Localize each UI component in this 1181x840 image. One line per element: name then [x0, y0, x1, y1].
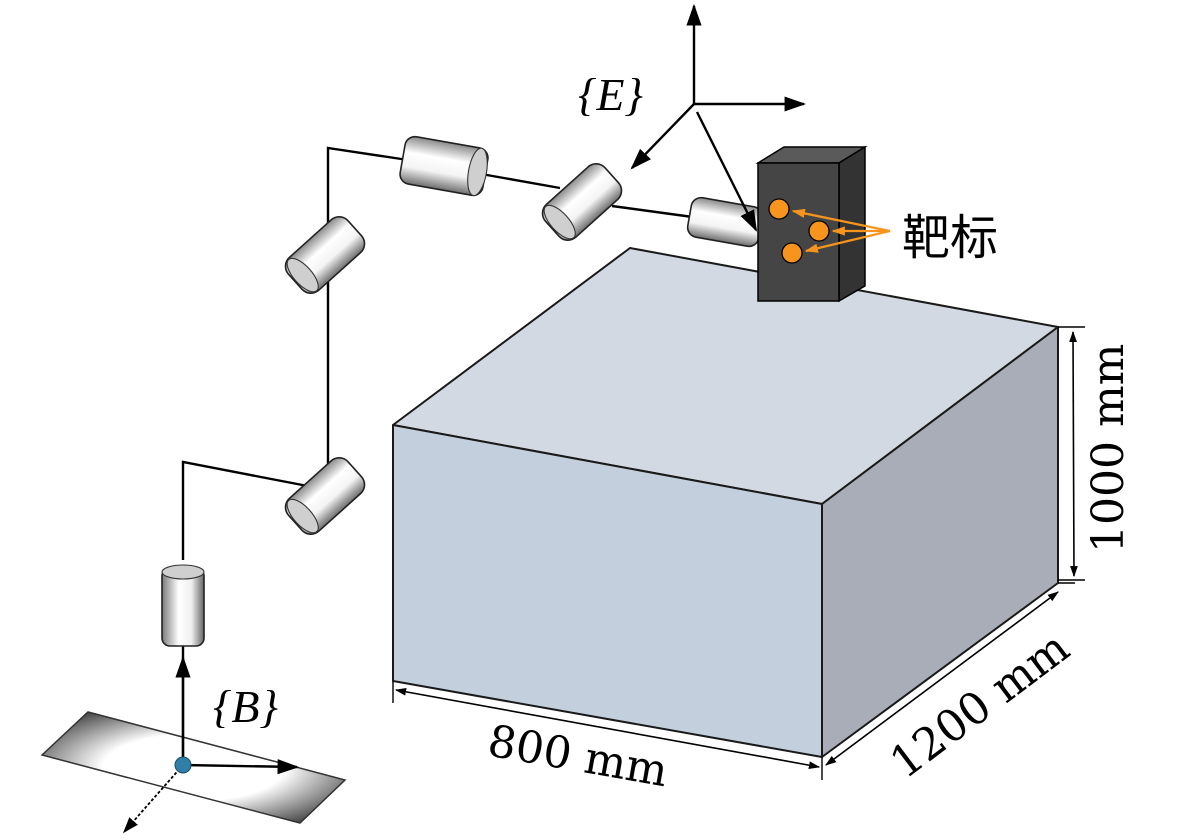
dimension-height — [1058, 326, 1085, 581]
base-frame-label: {B} — [213, 681, 278, 732]
end-effector-frame-label: {E} — [578, 69, 643, 120]
dimension-height-label: 1000 mm — [1083, 344, 1134, 553]
joint-3 — [284, 216, 366, 294]
joint-2 — [284, 457, 366, 535]
target-label: 靶标 — [902, 210, 998, 266]
target-markers — [768, 198, 830, 264]
target-marker-3 — [781, 242, 803, 264]
target-marker-1 — [768, 198, 790, 220]
base-origin-icon — [174, 756, 192, 774]
workpiece-box — [392, 247, 1059, 758]
joint-4 — [399, 135, 489, 197]
joint-1 — [161, 564, 205, 647]
target-marker-2 — [808, 220, 830, 242]
end-effector-frame-axes — [630, 3, 807, 232]
joint-5 — [541, 163, 623, 241]
base-frame-axes — [122, 655, 300, 834]
base-plate — [40, 711, 347, 824]
dimension-depth — [825, 582, 1075, 766]
dimension-width-label: 800 mm — [484, 716, 672, 798]
target-pointer-arrows — [791, 208, 891, 253]
dimension-width — [392, 681, 823, 780]
